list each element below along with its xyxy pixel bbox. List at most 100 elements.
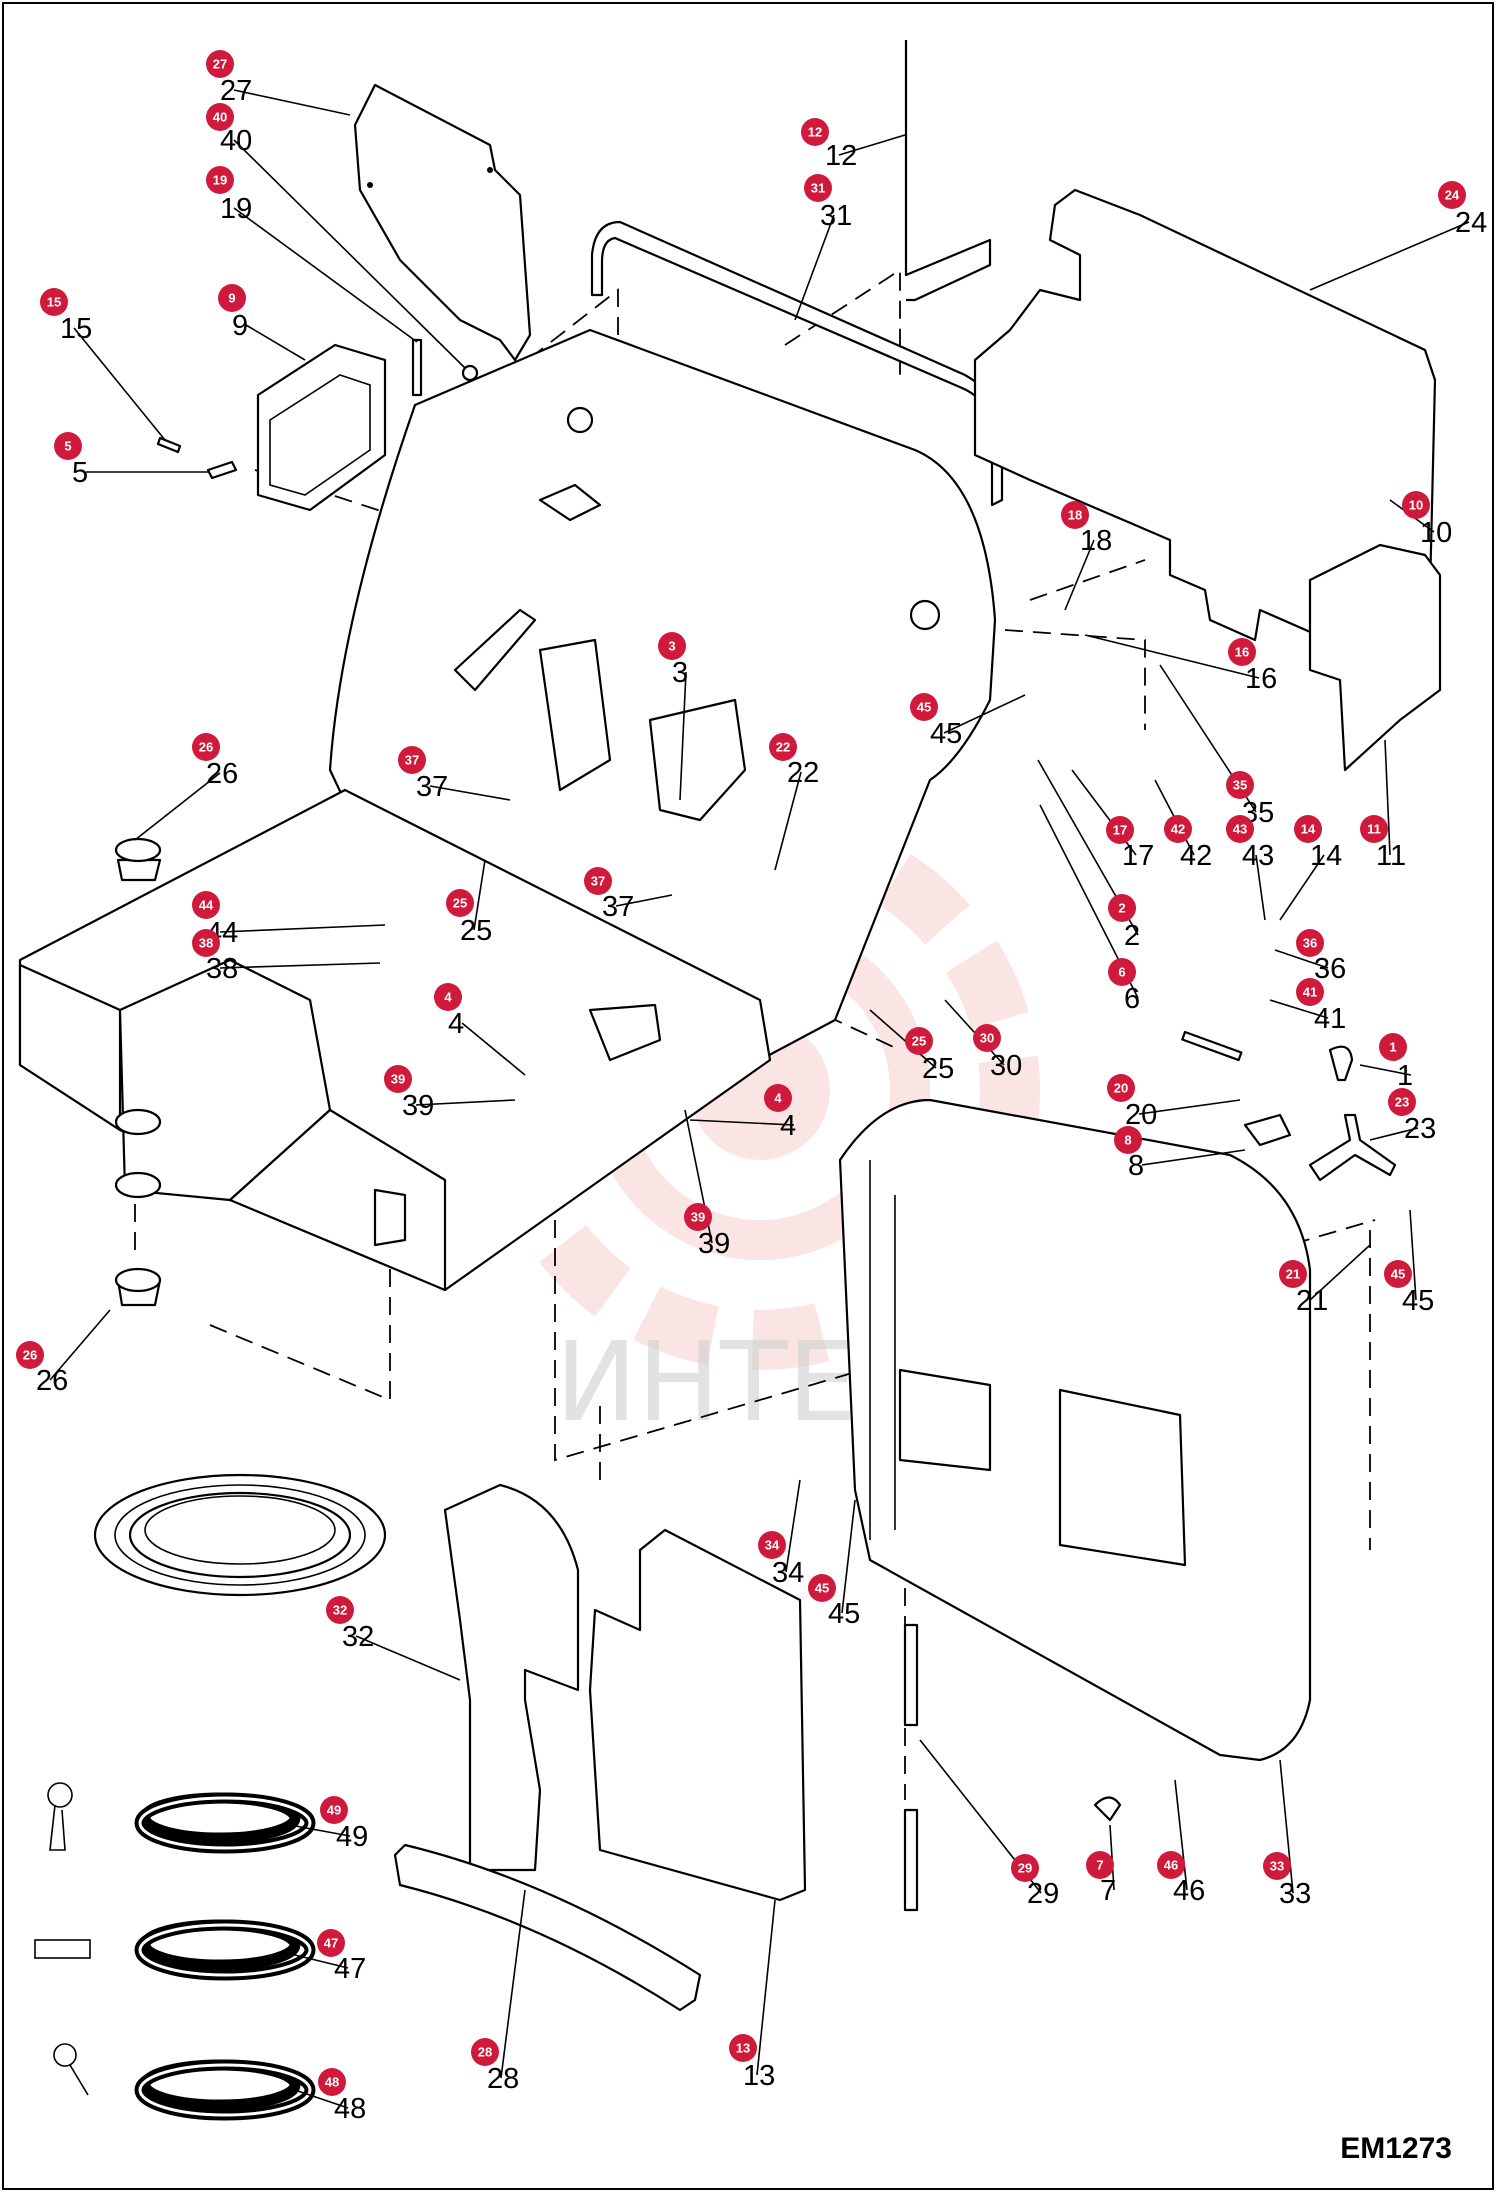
svg-text:31: 31	[811, 181, 825, 196]
svg-text:29: 29	[1018, 1861, 1032, 1876]
callout-leader-line	[841, 1499, 856, 1614]
callout-leader-line	[233, 89, 351, 116]
callout-number: 29	[1027, 1878, 1059, 1910]
callout-bubble: 9	[218, 284, 246, 312]
callout-bubble: 14	[1294, 815, 1322, 843]
callout-c6: 66	[1039, 804, 1140, 1015]
svg-text:40: 40	[213, 110, 227, 125]
callout-number: 48	[334, 2093, 366, 2125]
callout-number: 11	[1376, 840, 1406, 872]
svg-text:21: 21	[1286, 1267, 1300, 1282]
part-40-nut	[461, 364, 479, 382]
part-19-bolt	[411, 338, 423, 397]
callout-bubble: 32	[326, 1596, 354, 1624]
svg-text:4: 4	[444, 990, 452, 1005]
svg-text:41: 41	[1303, 985, 1317, 1000]
callout-number: 16	[1245, 663, 1277, 695]
callout-c1: 11	[1359, 1033, 1413, 1092]
svg-text:23: 23	[1395, 1095, 1409, 1110]
callout-leader-line	[1309, 221, 1470, 291]
callout-bubble: 26	[16, 1341, 44, 1369]
callout-number: 47	[334, 1953, 366, 1985]
callout-bubble: 24	[1438, 181, 1466, 209]
svg-text:37: 37	[405, 753, 419, 768]
callout-c5: 55	[54, 432, 210, 489]
callout-leader-line	[1138, 1099, 1241, 1115]
callout-number: 28	[487, 2063, 519, 2095]
callout-bubble: 36	[1296, 929, 1324, 957]
callout-number: 15	[60, 313, 92, 345]
callout-bubble: 5	[54, 432, 82, 460]
callout-leader-line	[294, 1954, 349, 1969]
callout-bubble: 19	[206, 166, 234, 194]
callout-leader-line	[1084, 634, 1260, 679]
hose-49-clip-icon	[47, 1782, 73, 1851]
part-20-pin	[1181, 1030, 1243, 1062]
hose-47	[134, 1919, 316, 1981]
part-1-knob	[1328, 1045, 1354, 1082]
part-12-rod	[904, 40, 992, 302]
callout-number: 32	[342, 1621, 374, 1653]
callout-leader-line	[429, 785, 511, 801]
part-9-access-plate	[256, 343, 387, 512]
svg-text:13: 13	[736, 2041, 750, 2056]
callout-number: 43	[1242, 840, 1274, 872]
part-15-screw	[156, 436, 182, 454]
callout-leader-line	[473, 859, 486, 931]
callout-leader-line	[219, 924, 386, 933]
callout-number: 4	[780, 1110, 796, 1142]
callout-number: 45	[930, 718, 962, 750]
part-29-strip-lower	[903, 1808, 919, 1912]
callout-bubble: 21	[1279, 1260, 1307, 1288]
callout-number: 26	[206, 758, 238, 790]
svg-text:12: 12	[808, 125, 822, 140]
callout-number: 1	[1397, 1060, 1413, 1092]
callout-bubble: 43	[1226, 815, 1254, 843]
callout-number: 41	[1314, 1003, 1346, 1035]
callout-number: 24	[1455, 207, 1487, 239]
svg-text:9: 9	[228, 291, 235, 306]
callout-number: 27	[220, 75, 252, 107]
callout-leader-line	[1369, 1127, 1419, 1141]
callout-leader-line	[49, 1309, 111, 1381]
callout-bubble: 39	[384, 1065, 412, 1093]
hose-47-tag-icon	[34, 1939, 91, 1959]
part-5-clip	[206, 460, 238, 480]
hose-48	[134, 2059, 316, 2121]
callout-number: 8	[1128, 1150, 1144, 1182]
callout-c3: 33	[658, 632, 688, 801]
callout-bubble: 45	[1384, 1260, 1412, 1288]
svg-text:1: 1	[1389, 1040, 1396, 1055]
callout-leader-line	[869, 1009, 937, 1069]
svg-text:14: 14	[1301, 822, 1316, 837]
callout-number: 42	[1180, 840, 1212, 872]
callout-number: 30	[990, 1050, 1022, 1082]
callout-bubble: 13	[729, 2034, 757, 2062]
callout-bubble: 10	[1402, 491, 1430, 519]
callout-leader-line	[219, 962, 381, 969]
callout-number: 31	[820, 200, 852, 232]
callout-bubble: 16	[1228, 638, 1256, 666]
callout-leader-line	[134, 772, 221, 841]
svg-text:17: 17	[1113, 823, 1127, 838]
callout-bubble: 23	[1388, 1088, 1416, 1116]
callout-bubble: 38	[192, 929, 220, 957]
svg-text:35: 35	[1233, 778, 1247, 793]
